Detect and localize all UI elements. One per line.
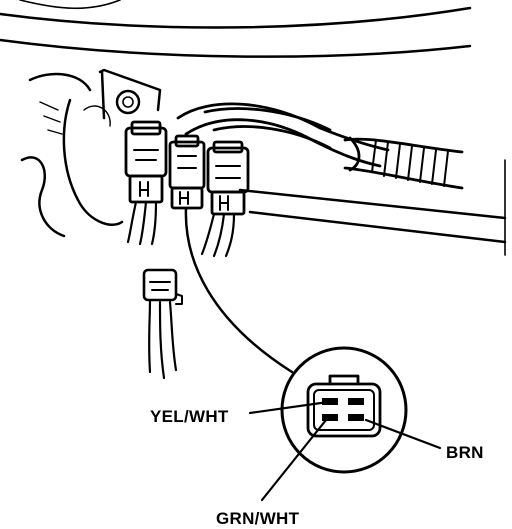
body-panel-outline (0, 0, 472, 58)
magnified-view-circle (280, 346, 408, 474)
brn-pointer (364, 418, 442, 450)
label-brn: BRN (446, 443, 484, 462)
callout-leader (184, 206, 294, 374)
label-yel-wht: YEL/WHT (150, 407, 229, 426)
mounting-bracket (98, 68, 507, 256)
label-grn-wht: GRN/WHT (216, 509, 300, 528)
left-component (20, 72, 124, 238)
connector-center (168, 134, 206, 210)
harness-conduit (343, 136, 464, 190)
connector-left (124, 120, 168, 204)
magnified-connector-face (306, 374, 382, 438)
wire-harness (176, 102, 390, 168)
loose-connector (142, 268, 183, 380)
connector-wires (126, 200, 236, 258)
connector-right (206, 140, 250, 216)
grn-wht-pointer (260, 418, 328, 502)
yel-wht-pointer (248, 400, 330, 415)
